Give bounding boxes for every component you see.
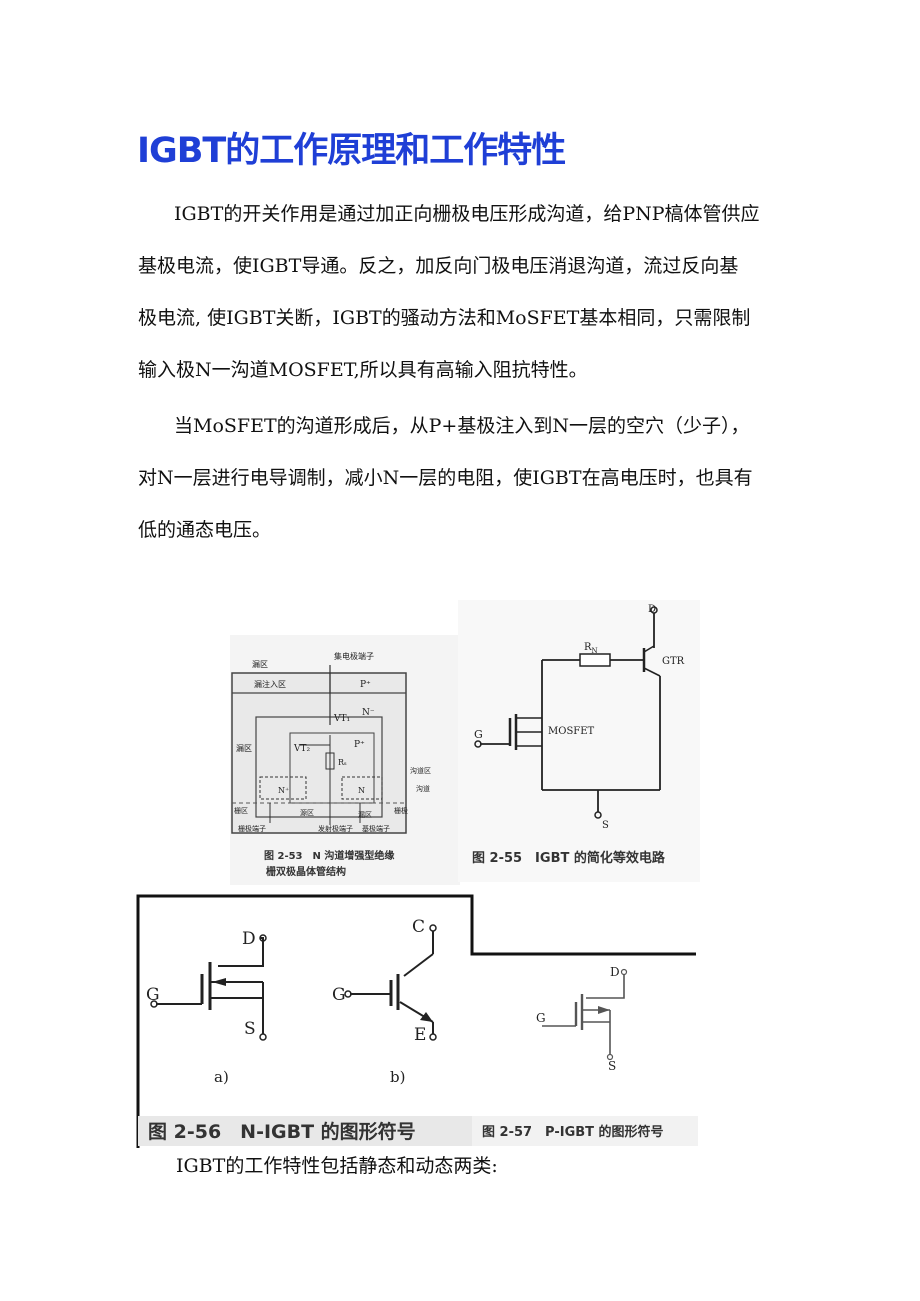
- label-n-left: N⁺: [278, 786, 289, 795]
- page-title: IGBT的工作原理和工作特性: [137, 131, 566, 171]
- label-s: S: [602, 820, 609, 831]
- label-injection-region: 漏注入区: [254, 679, 286, 689]
- paragraph-line: IGBT的工作特性包括静态和动态两类:: [176, 1155, 498, 1177]
- label-mosfet: MOSFET: [548, 726, 595, 737]
- label-gate-region: 栅区: [234, 806, 248, 815]
- label-n-right: N: [358, 786, 365, 795]
- label-rs: Rₛ: [338, 758, 347, 767]
- label-a: a): [214, 1068, 229, 1086]
- label-g-p: G: [536, 1011, 546, 1025]
- paragraph-line: 当MoSFET的沟道形成后，从P+基极注入到N一层的空穴（少子），: [174, 415, 750, 437]
- label-b: b): [390, 1068, 405, 1086]
- label-emitter-terminal: 发射极端子: [318, 824, 353, 833]
- paragraph-line: 基极电流，使IGBT导通。反之，加反向门极电压消退沟道，流过反向基: [138, 255, 739, 277]
- label-g-a: G: [146, 985, 160, 1005]
- figure-2-55-equivalent-circuit: D RN GTR G MOSFET S 图 2-55 IGBT 的简化等效电路: [458, 600, 700, 882]
- label-gate-terminal: 栅极端子: [238, 824, 266, 833]
- paragraph-line: 对N一层进行电导调制，减小N一层的电阻，使IGBT在高电压时，也具有: [138, 467, 753, 489]
- label-collector-terminal: 集电极端子: [334, 651, 374, 661]
- paragraph-switching: IGBT的开关作用是通过加正向栅极电压形成沟道，给PNP槁体管供应 基极电流，使…: [138, 188, 778, 396]
- label-p-plus: P⁺: [360, 680, 371, 690]
- paragraph-line: 低的通态电压。: [138, 519, 272, 541]
- label-gtr: GTR: [662, 656, 685, 667]
- figure-2-53-structure: 漏区 集电极端子 漏注入区 P⁺ N⁻ VT₁ VT₂ 漏区 P⁺ Rₛ N⁺ …: [230, 635, 460, 885]
- paragraph-line: IGBT的开关作用是通过加正向栅极电压形成沟道，给PNP槁体管供应: [174, 203, 760, 225]
- label-collector-region: 漏区: [252, 659, 268, 669]
- label-vt1: VT₁: [333, 714, 350, 724]
- figure-caption-2-53-line1: 图 2-53 N 沟道增强型绝缘: [264, 849, 394, 862]
- label-s-p: S: [608, 1059, 616, 1073]
- label-d-a: D: [242, 929, 256, 949]
- label-left-region: 漏区: [236, 743, 252, 753]
- label-n-minus: N⁻: [362, 708, 375, 718]
- figure-caption-2-53-line2: 栅双极晶体管结构: [266, 865, 346, 878]
- figure-caption-2-57: 图 2-57 P-IGBT 的图形符号: [482, 1124, 664, 1140]
- paragraph-line: 极电流, 使IGBT关断，IGBT的骚动方法和MoSFET基本相同，只需限制: [138, 307, 751, 329]
- label-e-b: E: [414, 1025, 426, 1045]
- label-source-region: 源区: [300, 808, 314, 817]
- label-c-b: C: [412, 917, 425, 937]
- figure-2-56-2-57-symbols: D G S a) C G E b): [136, 894, 700, 1148]
- label-d-p: D: [610, 965, 620, 979]
- label-g-b: G: [332, 985, 346, 1005]
- label-d: D: [648, 604, 656, 615]
- label-g: G: [474, 728, 483, 741]
- label-channel: 沟道: [416, 784, 430, 793]
- label-s-a: S: [244, 1019, 256, 1039]
- label-channel-region: 沟道区: [410, 766, 431, 775]
- label-vt2: VT₂: [293, 744, 311, 754]
- paragraph-characteristics: IGBT的工作特性包括静态和动态两类:: [138, 1140, 778, 1192]
- paragraph-line: 输入极N一沟道MOSFET,所以具有高输入阻抗特性。: [138, 359, 588, 381]
- paragraph-conductivity: 当MoSFET的沟道形成后，从P+基极注入到N一层的空穴（少子）， 对N一层进行…: [138, 400, 778, 556]
- label-p-well: P⁺: [354, 740, 365, 750]
- label-base-terminal: 基极端子: [362, 824, 390, 833]
- label-rn: RN: [584, 642, 598, 655]
- figure-caption-2-55: 图 2-55 IGBT 的简化等效电路: [472, 850, 666, 866]
- figure-caption-2-56: 图 2-56 N-IGBT 的图形符号: [148, 1120, 416, 1143]
- label-drain-region: 漏区: [358, 810, 372, 819]
- label-gate-right: 栅极: [394, 806, 408, 815]
